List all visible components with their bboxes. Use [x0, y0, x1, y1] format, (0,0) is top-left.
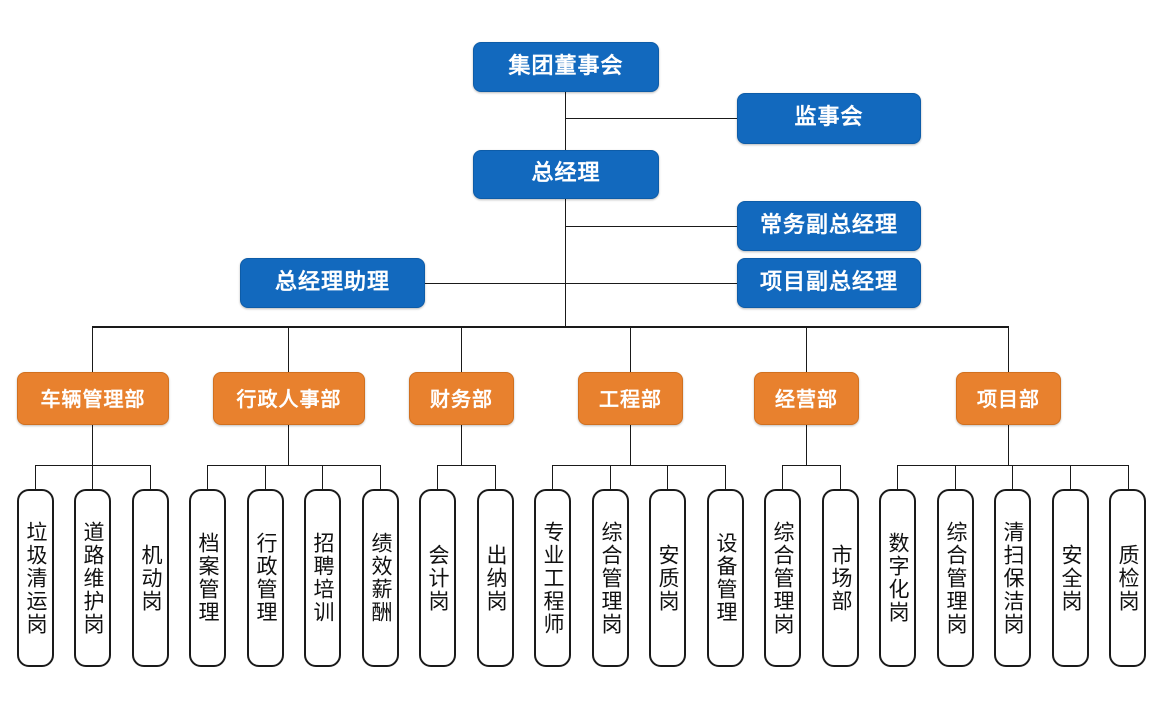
- connector-dept4-leafdrop-4: [725, 465, 726, 489]
- position-label: 出纳岗: [484, 543, 508, 613]
- node-position[interactable]: 清扫保洁岗: [994, 489, 1031, 667]
- connector-dept4-leafdrop-3: [667, 465, 668, 489]
- connector-dept2-leafdrop-1: [207, 465, 208, 489]
- position-label: 会计岗: [426, 543, 450, 613]
- connector-dept4-stem: [630, 425, 631, 465]
- node-position[interactable]: 机动岗: [132, 489, 169, 667]
- connector-bus-drop-1: [92, 326, 93, 372]
- position-label: 安全岗: [1059, 543, 1083, 613]
- connector-assistant-to-spine: [425, 283, 565, 284]
- connector-dept6-leafdrop-1: [897, 465, 898, 489]
- connector-dept6-leafdrop-2: [955, 465, 956, 489]
- node-position[interactable]: 综合管理岗: [592, 489, 629, 667]
- connector-dept4-subbus: [552, 465, 726, 466]
- node-position[interactable]: 设备管理: [707, 489, 744, 667]
- connector-bus-drop-5: [806, 326, 807, 372]
- position-label: 垃圾清运岗: [24, 520, 48, 636]
- node-project-deputy-gm[interactable]: 项目副总经理: [737, 258, 921, 308]
- connector-dept2-leafdrop-2: [265, 465, 266, 489]
- node-position[interactable]: 安质岗: [649, 489, 686, 667]
- node-department-vehicle-management[interactable]: 车辆管理部: [17, 372, 169, 425]
- connector-dept4-leafdrop-2: [610, 465, 611, 489]
- node-gm-assistant[interactable]: 总经理助理: [240, 258, 425, 308]
- connector-dept2-stem: [288, 425, 289, 465]
- position-label: 机动岗: [139, 543, 163, 613]
- node-position[interactable]: 垃圾清运岗: [17, 489, 54, 667]
- position-label: 综合管理岗: [771, 520, 795, 636]
- node-position[interactable]: 市场部: [822, 489, 859, 667]
- node-department-finance[interactable]: 财务部: [409, 372, 514, 425]
- connector-spine-to-executive-deputy: [565, 226, 737, 227]
- connector-dept2-leafdrop-3: [322, 465, 323, 489]
- connector-bus-drop-4: [630, 326, 631, 372]
- node-general-manager[interactable]: 总经理: [473, 150, 659, 199]
- node-position[interactable]: 安全岗: [1052, 489, 1089, 667]
- node-position[interactable]: 综合管理岗: [764, 489, 801, 667]
- position-label: 数字化岗: [886, 532, 910, 624]
- node-position[interactable]: 数字化岗: [879, 489, 916, 667]
- position-label: 设备管理: [714, 532, 738, 624]
- connector-dept2-leafdrop-4: [380, 465, 381, 489]
- connector-dept4-leafdrop-1: [552, 465, 553, 489]
- position-label: 专业工程师: [541, 520, 565, 636]
- node-board[interactable]: 集团董事会: [473, 42, 659, 92]
- node-position[interactable]: 道路维护岗: [74, 489, 111, 667]
- connector-dept6-stem: [1008, 425, 1009, 465]
- node-position[interactable]: 绩效薪酬: [362, 489, 399, 667]
- position-label: 安质岗: [656, 543, 680, 613]
- node-position[interactable]: 质检岗: [1109, 489, 1146, 667]
- connector-dept2-subbus: [207, 465, 381, 466]
- connector-dept1-leafdrop-1: [35, 465, 36, 489]
- node-executive-deputy-gm[interactable]: 常务副总经理: [737, 201, 921, 251]
- connector-dept6-leafdrop-3: [1012, 465, 1013, 489]
- node-department-admin-hr[interactable]: 行政人事部: [213, 372, 365, 425]
- connector-dept3-leafdrop-1: [437, 465, 438, 489]
- position-label: 绩效薪酬: [369, 532, 393, 624]
- connector-bus-drop-6: [1008, 326, 1009, 372]
- node-supervisory-board[interactable]: 监事会: [737, 93, 921, 144]
- node-department-operations[interactable]: 经营部: [754, 372, 859, 425]
- connector-dept6-subbus: [897, 465, 1129, 466]
- connector-dept3-leafdrop-2: [495, 465, 496, 489]
- connector-department-bus: [92, 326, 1009, 328]
- node-position[interactable]: 行政管理: [247, 489, 284, 667]
- position-label: 行政管理: [254, 532, 278, 624]
- connector-dept5-leafdrop-1: [782, 465, 783, 489]
- node-position[interactable]: 招聘培训: [304, 489, 341, 667]
- position-label: 质检岗: [1116, 543, 1140, 613]
- connector-spine-to-project-deputy: [565, 283, 737, 284]
- connector-dept1-leafdrop-3: [150, 465, 151, 489]
- connector-dept6-leafdrop-5: [1128, 465, 1129, 489]
- node-position[interactable]: 出纳岗: [477, 489, 514, 667]
- connector-dept5-stem: [806, 425, 807, 465]
- node-position[interactable]: 会计岗: [419, 489, 456, 667]
- connector-dept1-leafdrop-2: [92, 465, 93, 489]
- connector-dept3-subbus: [437, 465, 496, 466]
- connector-dept5-leafdrop-2: [840, 465, 841, 489]
- node-department-project[interactable]: 项目部: [956, 372, 1061, 425]
- connector-dept1-stem: [92, 425, 93, 465]
- position-label: 市场部: [829, 543, 853, 613]
- connector-bus-drop-3: [461, 326, 462, 372]
- connector-board-to-gm: [565, 92, 566, 150]
- connector-dept6-leafdrop-4: [1070, 465, 1071, 489]
- node-position[interactable]: 专业工程师: [534, 489, 571, 667]
- connector-dept3-stem: [461, 425, 462, 465]
- connector-bus-drop-2: [288, 326, 289, 372]
- position-label: 档案管理: [196, 532, 220, 624]
- connector-dept1-subbus: [35, 465, 151, 466]
- position-label: 道路维护岗: [81, 520, 105, 636]
- position-label: 招聘培训: [311, 532, 335, 624]
- position-label: 清扫保洁岗: [1001, 520, 1025, 636]
- connector-spine-to-supervisory: [565, 118, 737, 119]
- connector-gm-to-bus: [565, 199, 566, 327]
- node-position[interactable]: 档案管理: [189, 489, 226, 667]
- node-department-engineering[interactable]: 工程部: [578, 372, 683, 425]
- node-position[interactable]: 综合管理岗: [937, 489, 974, 667]
- connector-dept5-subbus: [782, 465, 841, 466]
- position-label: 综合管理岗: [599, 520, 623, 636]
- position-label: 综合管理岗: [944, 520, 968, 636]
